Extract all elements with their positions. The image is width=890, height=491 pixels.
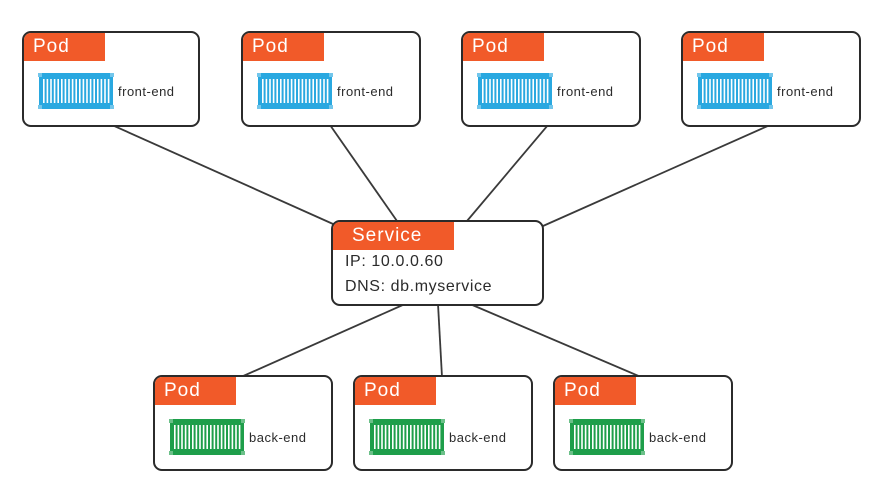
pod-label: back-end [249, 430, 307, 445]
service-box: Service IP: 10.0.0.60 DNS: db.myservice [331, 220, 544, 306]
pod-front-end-2: Pod front-end [241, 31, 421, 127]
service-tag: Service [333, 222, 454, 250]
link-front-1 [111, 124, 343, 229]
pod-tag: Pod [243, 33, 324, 61]
shipping-container-icon [477, 73, 553, 109]
pod-tag: Pod [683, 33, 764, 61]
pod-label: front-end [337, 84, 394, 99]
link-front-3 [466, 124, 549, 222]
service-ip: IP: 10.0.0.60 [345, 253, 444, 270]
link-front-4 [542, 124, 771, 227]
link-back-2 [437, 303, 443, 378]
shipping-container-icon [169, 419, 245, 455]
pod-label: front-end [557, 84, 614, 99]
pod-back-end-1: Pod back-end [153, 375, 333, 471]
shipping-container-icon [369, 419, 445, 455]
pod-label: front-end [118, 84, 175, 99]
link-back-1 [240, 303, 406, 378]
shipping-container-icon [38, 73, 114, 109]
link-front-2 [329, 124, 398, 222]
pod-back-end-2: Pod back-end [353, 375, 533, 471]
pod-back-end-3: Pod back-end [553, 375, 733, 471]
shipping-container-icon [569, 419, 645, 455]
pod-tag: Pod [355, 377, 436, 405]
pod-label: back-end [449, 430, 507, 445]
pod-front-end-1: Pod front-end [22, 31, 200, 127]
pod-tag: Pod [463, 33, 544, 61]
pod-tag: Pod [24, 33, 105, 61]
shipping-container-icon [257, 73, 333, 109]
pod-label: front-end [777, 84, 834, 99]
link-back-3 [469, 303, 642, 378]
pod-label: back-end [649, 430, 707, 445]
pod-tag: Pod [155, 377, 236, 405]
shipping-container-icon [697, 73, 773, 109]
pod-front-end-3: Pod front-end [461, 31, 641, 127]
pod-tag: Pod [555, 377, 636, 405]
service-dns: DNS: db.myservice [345, 278, 493, 295]
pod-front-end-4: Pod front-end [681, 31, 861, 127]
